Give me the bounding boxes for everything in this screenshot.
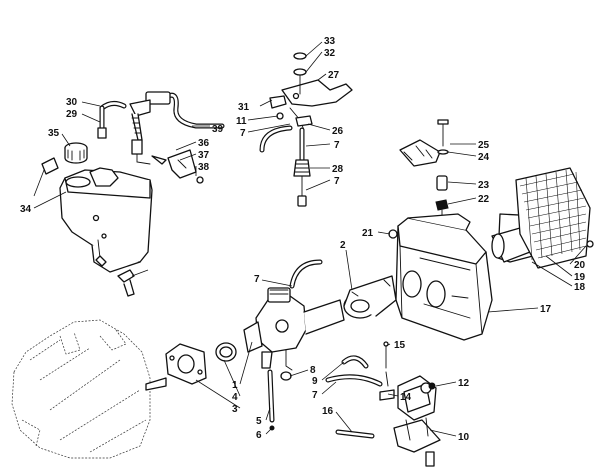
- oil-level-sensor: [129, 91, 171, 165]
- callout-7: 7: [312, 390, 318, 401]
- callout-37: 39: [212, 124, 224, 135]
- callout-10: 10: [458, 432, 470, 443]
- fuel-tube-top: [289, 259, 323, 289]
- callout-7: 7: [334, 140, 340, 151]
- callout-35: 37: [198, 150, 210, 161]
- callout-1: 1: [232, 380, 238, 391]
- intake-filter-screen: [491, 167, 594, 269]
- carburetor-flange: [165, 343, 207, 385]
- callout-17: 19: [574, 272, 586, 283]
- air-silencer-box: [388, 213, 493, 341]
- callout-18: 20: [574, 260, 586, 271]
- callout-6: 6: [256, 430, 262, 441]
- oil-drain-fitting: [95, 255, 135, 297]
- oil-tank-cap: [64, 142, 88, 164]
- leader-lines: [33, 41, 587, 437]
- callout-9: 9: [312, 376, 318, 387]
- callout-23: 25: [478, 140, 490, 151]
- engine-block: [11, 319, 167, 459]
- callout-7: 7: [334, 176, 340, 187]
- fuel-pump: [325, 341, 441, 467]
- callout-3: 3: [232, 404, 238, 415]
- impulse-line: [267, 369, 292, 431]
- callout-29: 31: [238, 102, 250, 113]
- callout-labels: 33 32 27 31 11 7 26 7 28 7 30 29 39 35 3…: [20, 36, 586, 443]
- air-silencer-latch-parts: [399, 119, 449, 219]
- carburetor-clamp: [215, 342, 237, 362]
- callout-32: 34: [20, 204, 32, 215]
- callout-30: 32: [324, 48, 336, 59]
- callout-13: 15: [394, 340, 406, 351]
- callout-7: 7: [254, 274, 260, 285]
- callout-11: 12: [458, 378, 470, 389]
- callout-14: 16: [322, 406, 334, 417]
- callout-19: 21: [362, 228, 374, 239]
- oil-line: [97, 92, 225, 139]
- callout-26: 28: [332, 164, 344, 175]
- callout-2: 2: [340, 240, 346, 251]
- callout-31: 33: [324, 36, 336, 47]
- callout-22: 24: [478, 152, 490, 163]
- callout-4: 4: [232, 392, 238, 403]
- callout-34: 36: [198, 138, 210, 149]
- callout-12: 14: [400, 392, 412, 403]
- callout-24: 26: [332, 126, 344, 137]
- throttle-cable-bracket: [269, 52, 353, 131]
- callout-8: 8: [310, 365, 316, 376]
- air-silencer-intake-boot: [343, 275, 397, 319]
- oil-tank: [59, 167, 153, 273]
- callout-11: 11: [236, 116, 247, 127]
- callout-27: 29: [66, 109, 78, 120]
- throttle-cable: [259, 125, 311, 207]
- callout-5: 5: [256, 416, 262, 427]
- oil-tank-strap: [41, 157, 59, 175]
- callout-28: 30: [66, 97, 78, 108]
- callout-33: 35: [48, 128, 60, 139]
- callout-20: 22: [478, 194, 490, 205]
- callout-25: 27: [328, 70, 340, 81]
- callout-15: 17: [540, 304, 552, 315]
- oil-tank-bracket: [151, 149, 204, 184]
- callout-16: 18: [574, 282, 586, 293]
- callout-7: 7: [240, 128, 246, 139]
- callout-21: 23: [478, 180, 490, 191]
- carburetor: [243, 287, 345, 371]
- callout-36: 38: [198, 162, 210, 173]
